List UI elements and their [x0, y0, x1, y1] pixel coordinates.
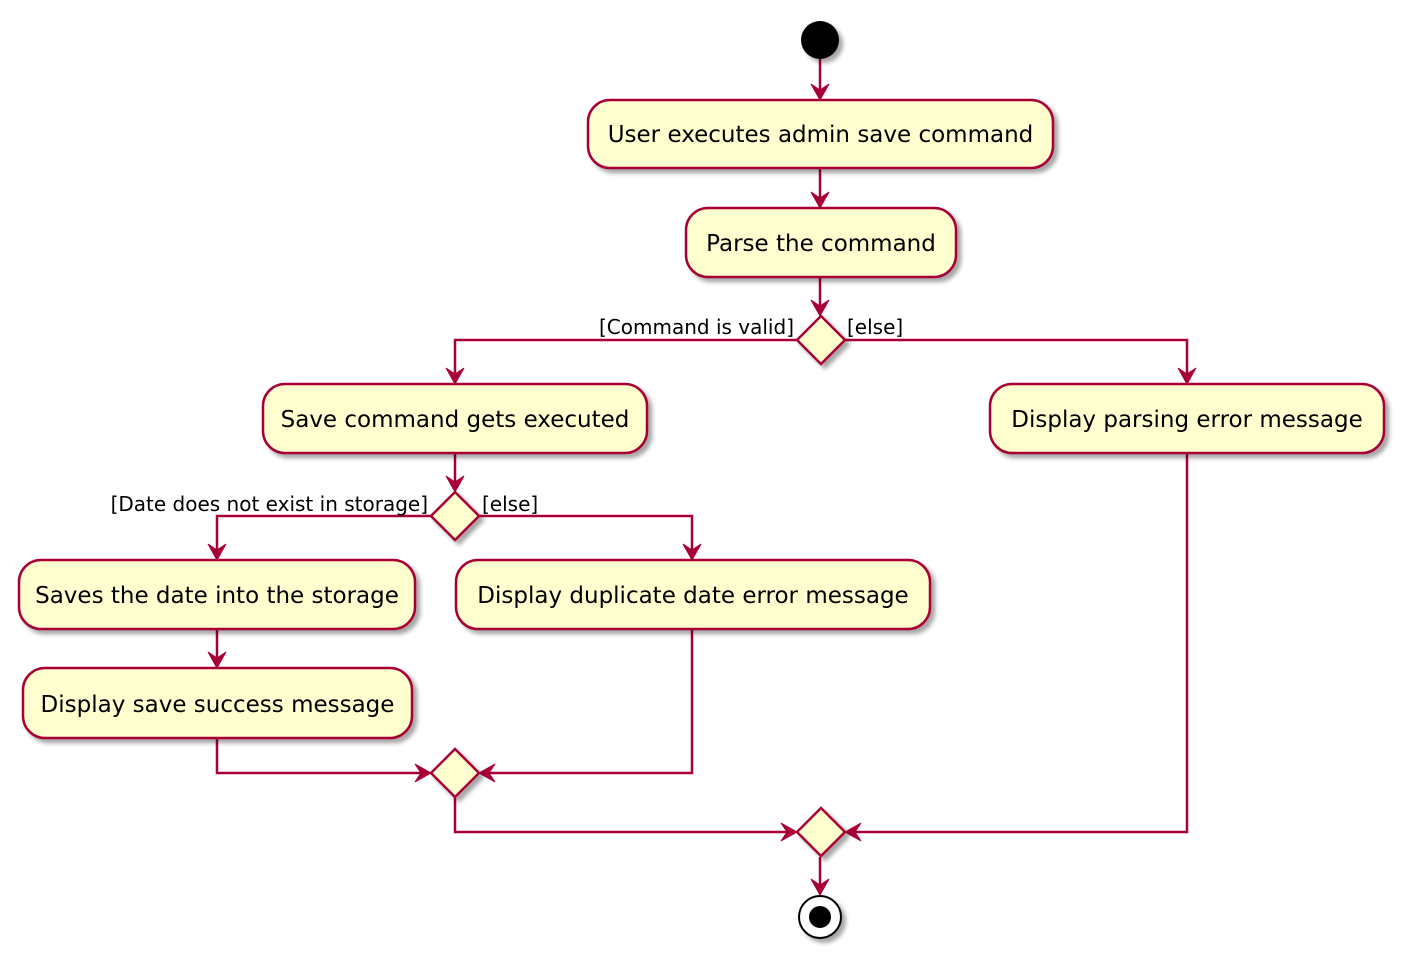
activity-parsing-error: Display parsing error message	[988, 382, 1386, 455]
arrow-right-merge1	[780, 822, 799, 842]
edge-decision2-else	[479, 514, 694, 558]
activity-label: Display save success message	[41, 692, 395, 718]
arrow-right-merge2	[414, 763, 433, 783]
end-node	[798, 895, 842, 939]
guard-date-not-exist: [Date does not exist in storage]	[111, 492, 428, 516]
arrow-down-parsing	[1177, 367, 1197, 386]
guard-command-else: [else]	[847, 315, 903, 339]
activity-save-success: Display save success message	[21, 666, 414, 740]
arrow-down-parse	[810, 191, 830, 210]
activity-label: User executes admin save command	[608, 122, 1034, 148]
arrow-down-user	[810, 83, 830, 102]
edge-success-to-merge2	[215, 738, 429, 775]
start-node	[801, 21, 839, 59]
guard-command-valid: [Command is valid]	[599, 315, 794, 339]
edge-decision2-notexist	[215, 514, 431, 558]
arrow-down-save	[445, 367, 465, 386]
arrow-down-saves	[207, 543, 227, 562]
arrow-left-merge1	[843, 822, 862, 842]
decision-command-valid	[795, 314, 847, 366]
arrow-down-success	[207, 651, 227, 670]
arrowheads	[207, 83, 1197, 897]
activity-save-executed: Save command gets executed	[261, 382, 649, 455]
edge-decision1-else	[845, 338, 1189, 382]
activity-parse-command: Parse the command	[684, 206, 958, 279]
guard-date-else: [else]	[482, 492, 538, 516]
edges	[215, 59, 1189, 893]
decision-date-exists	[429, 490, 481, 542]
edge-parsing-to-merge1	[847, 453, 1189, 834]
activity-saves-date: Saves the date into the storage	[17, 558, 417, 631]
activity-duplicate-error: Display duplicate date error message	[454, 558, 932, 631]
edge-merge2-to-merge1	[453, 797, 795, 834]
edge-decision1-valid	[453, 338, 797, 382]
activity-label: Display parsing error message	[1011, 407, 1362, 433]
activity-label: Save command gets executed	[281, 407, 630, 433]
arrow-down-decision2	[445, 475, 465, 494]
merge-date-branches	[429, 747, 481, 799]
activity-user-executes: User executes admin save command	[586, 98, 1055, 170]
activity-label: Display duplicate date error message	[477, 583, 908, 609]
arrow-left-merge2	[477, 763, 496, 783]
activity-label: Parse the command	[706, 231, 936, 257]
activity-label: Saves the date into the storage	[35, 583, 399, 609]
arrow-down-decision1	[810, 299, 830, 318]
arrow-down-end	[810, 878, 830, 897]
arrow-down-duplicate	[682, 543, 702, 562]
merge-command-branches	[795, 806, 847, 858]
edge-duplicate-to-merge2	[481, 629, 694, 775]
